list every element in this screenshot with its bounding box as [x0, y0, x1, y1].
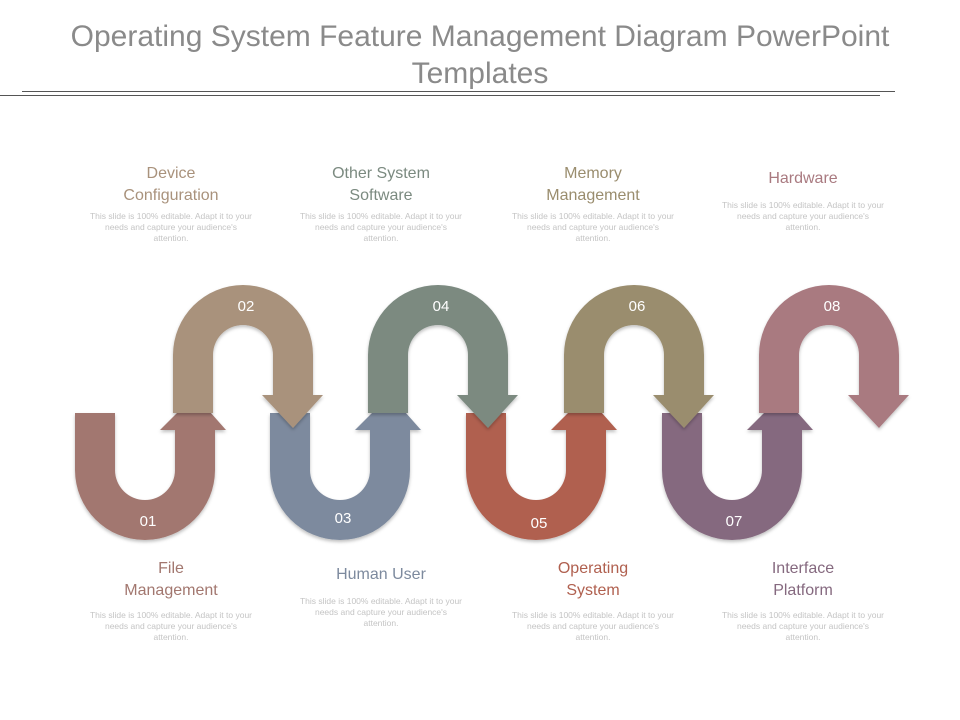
step-title: Other System Software: [332, 165, 430, 204]
arrow-step-08: [759, 285, 909, 428]
step-number-06: 06: [629, 298, 646, 315]
title-rule: [22, 91, 895, 92]
step-title: File Management: [124, 560, 218, 599]
step-number-01: 01: [140, 513, 157, 530]
step-number-07: 07: [726, 513, 743, 530]
step-title: Operating System: [557, 560, 629, 599]
step-title: Human User: [336, 566, 426, 583]
label-step-04: Other System Software This slide is 100%…: [296, 163, 466, 244]
title-rule-lower: [0, 95, 880, 96]
arrow-step-01: [75, 395, 226, 540]
slide-title: Operating System Feature Management Diag…: [70, 20, 890, 90]
step-number-05: 05: [531, 515, 548, 532]
step-text: This slide is 100% editable. Adapt it to…: [299, 211, 463, 243]
step-text: This slide is 100% editable. Adapt it to…: [299, 596, 463, 628]
step-number-03: 03: [335, 510, 352, 527]
arrow-step-07: [662, 395, 813, 540]
arrow-step-04: [368, 285, 518, 428]
step-title: Memory Management: [546, 165, 640, 204]
label-step-02: Device Configuration This slide is 100% …: [86, 163, 256, 244]
label-step-07: Interface Platform This slide is 100% ed…: [718, 558, 888, 643]
step-title: Device Configuration: [123, 165, 219, 204]
arrow-step-05: [466, 395, 617, 540]
step-text: This slide is 100% editable. Adapt it to…: [721, 610, 885, 642]
label-step-01: File Management This slide is 100% edita…: [86, 558, 256, 643]
step-text: This slide is 100% editable. Adapt it to…: [721, 200, 885, 232]
arrow-step-06: [564, 285, 714, 428]
step-title: Hardware: [768, 170, 838, 187]
arrow-step-03: [270, 395, 421, 540]
step-number-04: 04: [433, 298, 450, 315]
step-text: This slide is 100% editable. Adapt it to…: [89, 610, 253, 642]
label-step-06: Memory Management This slide is 100% edi…: [508, 163, 678, 244]
step-text: This slide is 100% editable. Adapt it to…: [511, 610, 675, 642]
step-title: Interface Platform: [771, 560, 835, 599]
step-number-02: 02: [238, 298, 255, 315]
step-text: This slide is 100% editable. Adapt it to…: [511, 211, 675, 243]
step-number-08: 08: [824, 298, 841, 315]
label-step-08: Hardware This slide is 100% editable. Ad…: [718, 168, 888, 233]
arrow-step-02: [173, 285, 323, 428]
step-text: This slide is 100% editable. Adapt it to…: [89, 211, 253, 243]
label-step-03: Human User This slide is 100% editable. …: [296, 564, 466, 629]
label-step-05: Operating System This slide is 100% edit…: [508, 558, 678, 643]
